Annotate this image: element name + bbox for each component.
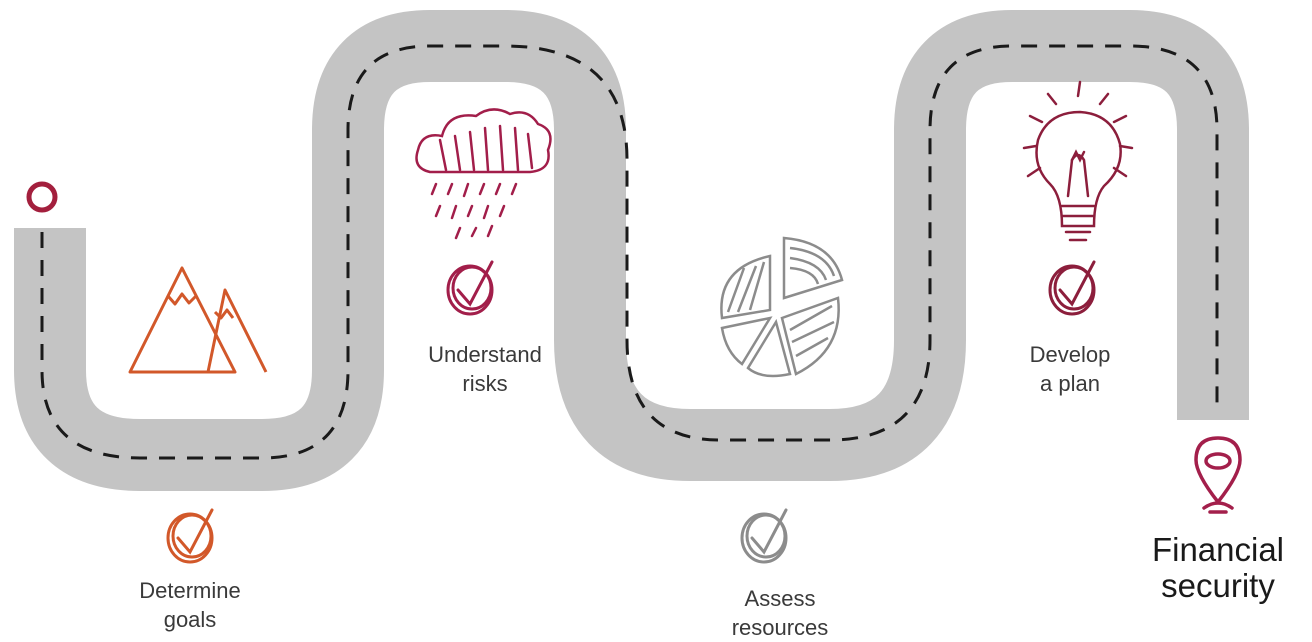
check-icon-goals xyxy=(166,508,214,564)
destination-label: Financial security xyxy=(1132,532,1304,604)
start-circle xyxy=(26,181,58,213)
map-pin-icon xyxy=(1194,436,1242,514)
destination-label-line2: security xyxy=(1161,567,1275,604)
check-icon-risks xyxy=(446,260,494,316)
mountains-icon xyxy=(128,266,268,374)
step-label-resources: Assess resources xyxy=(700,584,860,642)
step-label-goals-line2: goals xyxy=(163,607,217,632)
check-icon-resources xyxy=(740,508,788,564)
road-center-dashes xyxy=(40,44,1219,460)
step-label-resources-line2: resources xyxy=(731,615,829,640)
step-label-goals: Determine goals xyxy=(110,576,270,634)
check-icon-plan xyxy=(1048,260,1096,316)
step-label-goals-line1: Determine xyxy=(139,578,241,603)
step-label-plan-line2: a plan xyxy=(1040,371,1100,396)
rain-cloud-icon xyxy=(415,108,552,240)
destination-label-line1: Financial xyxy=(1151,531,1285,568)
step-label-risks-line1: Understand xyxy=(428,342,542,367)
step-label-plan-line1: Develop xyxy=(1029,342,1111,367)
step-label-resources-line1: Assess xyxy=(744,586,816,611)
step-label-plan: Develop a plan xyxy=(1000,340,1140,398)
step-label-risks: Understand risks xyxy=(405,340,565,398)
step-label-risks-line2: risks xyxy=(462,371,508,396)
pie-chart-icon xyxy=(720,236,844,378)
lightbulb-icon xyxy=(1022,80,1134,242)
